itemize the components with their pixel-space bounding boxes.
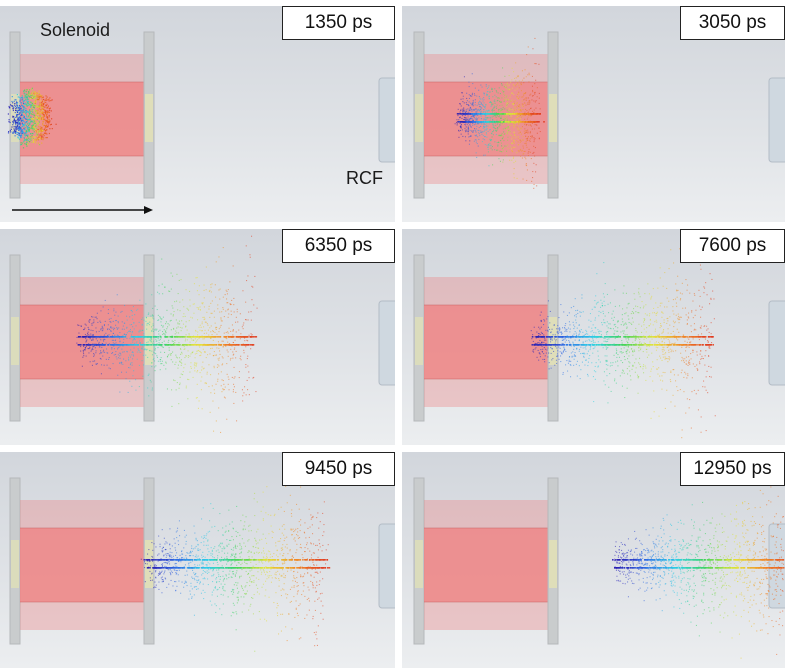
- rcf-plate: [378, 300, 395, 386]
- rcf-plate: [768, 77, 785, 163]
- time-label: 3050 ps: [680, 6, 785, 40]
- simulation-panel: 3050 ps: [402, 6, 785, 222]
- solenoid-bore: [20, 528, 144, 602]
- time-label: 12950 ps: [680, 452, 785, 486]
- simulation-render: [0, 452, 395, 668]
- solenoid-bore: [424, 528, 548, 602]
- simulation-render: [402, 452, 785, 668]
- time-label: 7600 ps: [680, 229, 785, 263]
- particle-bunch: [140, 458, 331, 652]
- simulation-panel: 7600 ps: [402, 229, 785, 445]
- particle-bunch: [530, 241, 716, 439]
- solenoid-bore: [20, 305, 144, 379]
- particle-bunch: [612, 460, 785, 659]
- particle-bunch: [454, 37, 545, 189]
- simulation-render: [0, 6, 395, 222]
- time-label: 1350 ps: [282, 6, 395, 40]
- solenoid-label: Solenoid: [40, 20, 111, 40]
- rcf-plate: [768, 300, 785, 386]
- rcf-label: RCF: [346, 168, 383, 188]
- simulation-render: [402, 6, 785, 222]
- simulation-panel: 6350 ps: [0, 229, 395, 445]
- solenoid-bore: [424, 305, 548, 379]
- simulation-render: [0, 229, 395, 445]
- rcf-plate: [768, 523, 785, 609]
- particle-bunch: [76, 235, 258, 433]
- simulation-panel: 9450 ps: [0, 452, 395, 668]
- particle-bunch: [7, 87, 57, 149]
- rcf-plate: [378, 523, 395, 609]
- simulation-panel: 12950 ps: [402, 452, 785, 668]
- time-label: 9450 ps: [282, 452, 395, 486]
- beam-direction-arrow: [12, 206, 153, 214]
- time-label: 6350 ps: [282, 229, 395, 263]
- rcf-plate: [378, 77, 395, 163]
- simulation-render: [402, 229, 785, 445]
